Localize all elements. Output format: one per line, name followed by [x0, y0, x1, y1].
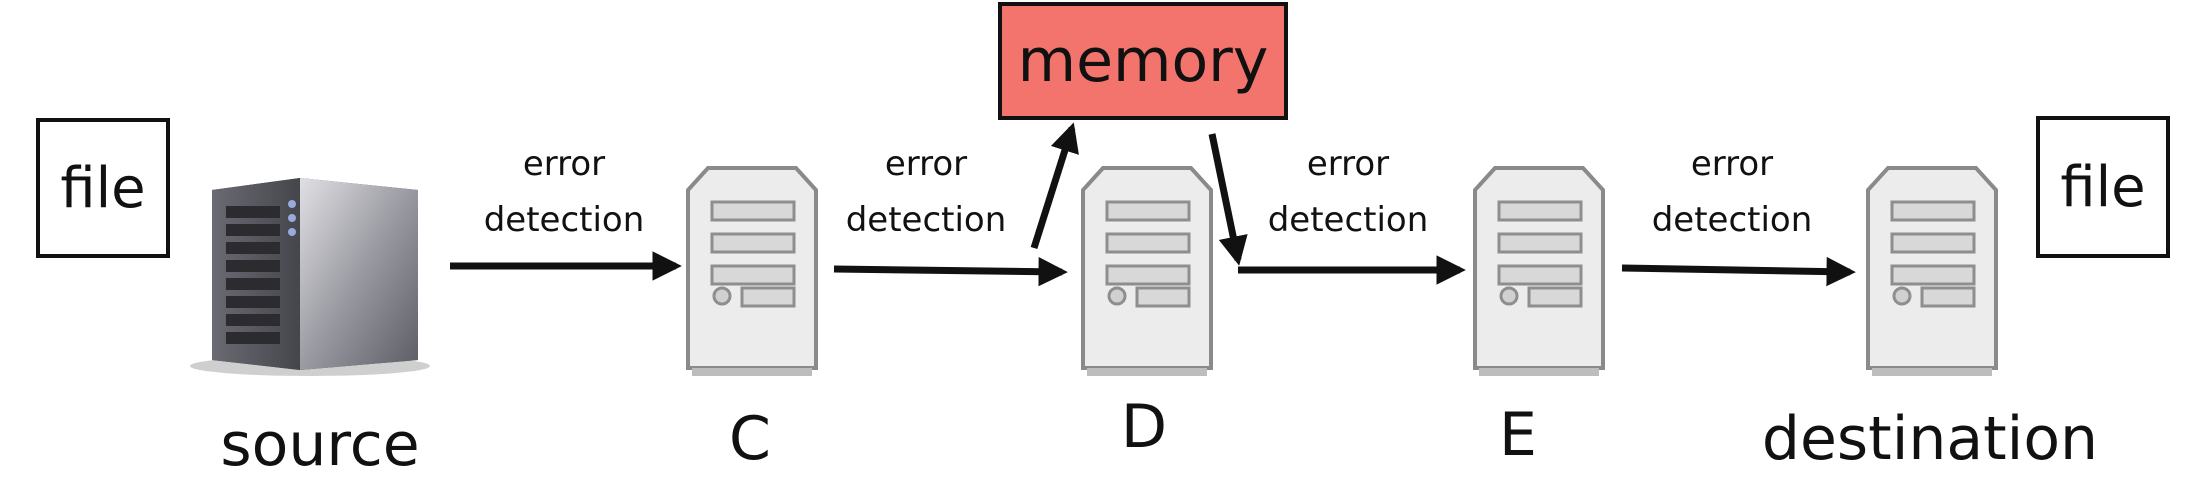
server-e-icon [1473, 166, 1605, 378]
edge-label-line2: detection [1651, 200, 1813, 240]
memory-label: memory [1017, 26, 1269, 96]
arrow-to-memory [1030, 122, 1079, 250]
file-box-right: file [2036, 116, 2170, 258]
node-label-destination: destination [1761, 404, 2099, 474]
node-label-source: source [220, 410, 420, 480]
memory-box: memory [998, 2, 1288, 120]
file-box-left: file [36, 118, 170, 258]
server-destination-icon [1866, 166, 1998, 378]
edge-label-line2: detection [483, 200, 645, 240]
server-d-icon [1081, 166, 1213, 378]
arrow-from-memory [1208, 133, 1248, 266]
edge-label-line1: error [1306, 144, 1390, 184]
arrow-c-to-d [833, 256, 1068, 287]
arrow-e-to-destination [1621, 256, 1856, 287]
node-label-e: E [1499, 400, 1537, 470]
server-c-icon [686, 166, 818, 378]
edge-label-c-d: error detection [806, 136, 1046, 248]
edge-label-line1: error [884, 144, 968, 184]
source-server-icon [190, 178, 430, 376]
edge-label-line2: detection [845, 200, 1007, 240]
edge-label-line2: detection [1267, 200, 1429, 240]
node-label-c: C [729, 404, 771, 474]
file-right-label: file [2060, 154, 2146, 220]
edge-label-line1: error [1690, 144, 1774, 184]
edge-label-source-c: error detection [444, 136, 684, 248]
edge-label-d-e: error detection [1228, 136, 1468, 248]
edge-label-line1: error [522, 144, 606, 184]
edge-label-e-destination: error detection [1612, 136, 1852, 248]
file-left-label: file [60, 155, 146, 221]
node-label-d: D [1120, 392, 1168, 462]
